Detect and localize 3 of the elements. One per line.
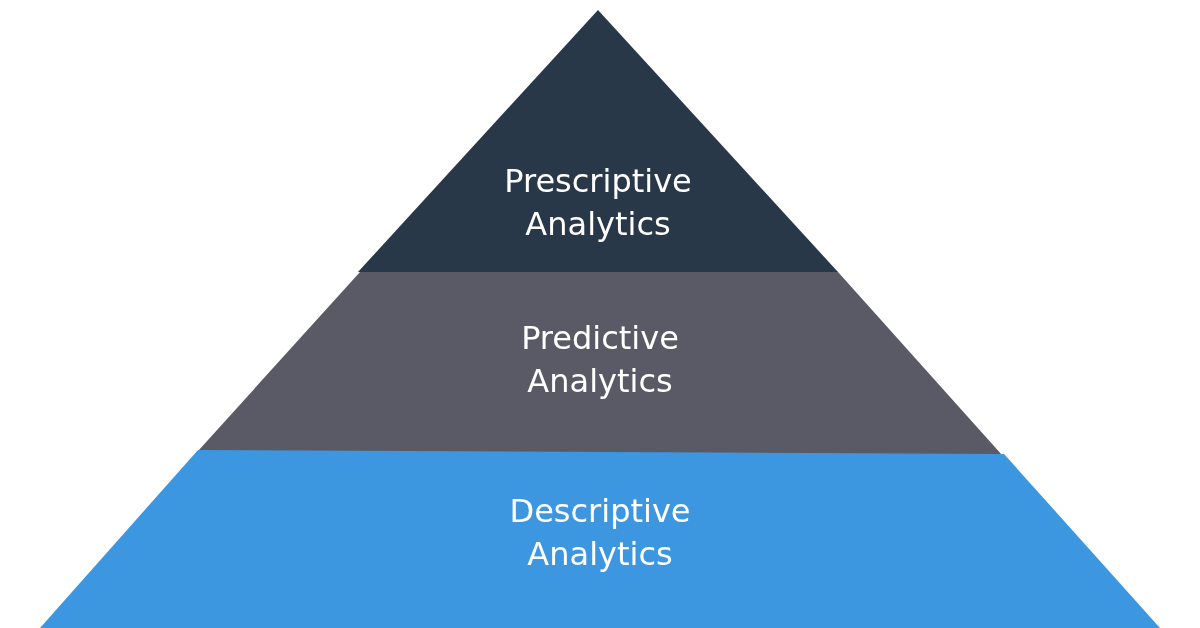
tier-label: Prescriptive Analytics <box>503 161 693 245</box>
tier-label: Predictive Analytics <box>520 318 680 402</box>
tier-label: Descriptive Analytics <box>508 491 692 575</box>
